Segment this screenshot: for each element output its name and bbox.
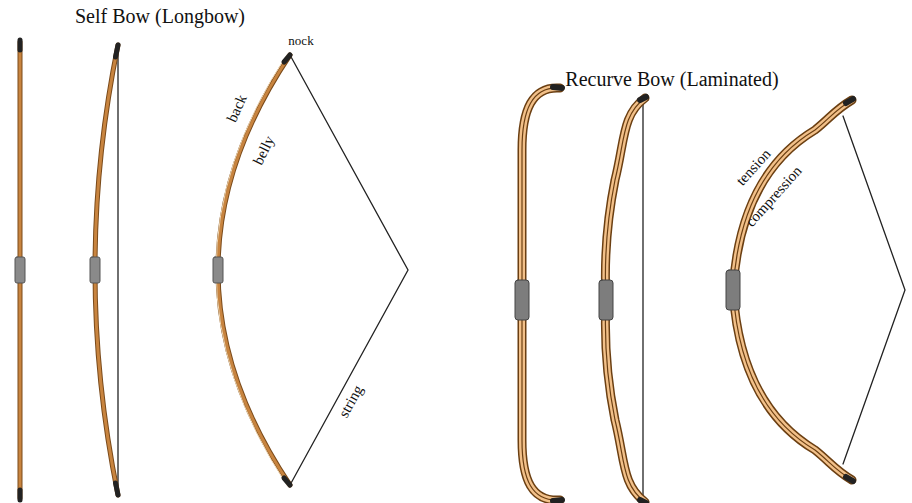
section-title: Recurve Bow (Laminated) [565, 69, 778, 89]
part-label: back [224, 92, 249, 124]
drawn-recurve [726, 99, 905, 481]
braced-recurve [599, 97, 646, 503]
part-label: belly [251, 133, 278, 167]
part-label: nock [288, 34, 313, 47]
drawn-longbow [213, 54, 408, 486]
braced-longbow [90, 45, 118, 495]
part-label: string [336, 382, 366, 419]
unstrung-recurve [515, 87, 562, 501]
section-title: Self Bow (Longbow) [75, 6, 245, 26]
unstrung-longbow [15, 40, 25, 500]
